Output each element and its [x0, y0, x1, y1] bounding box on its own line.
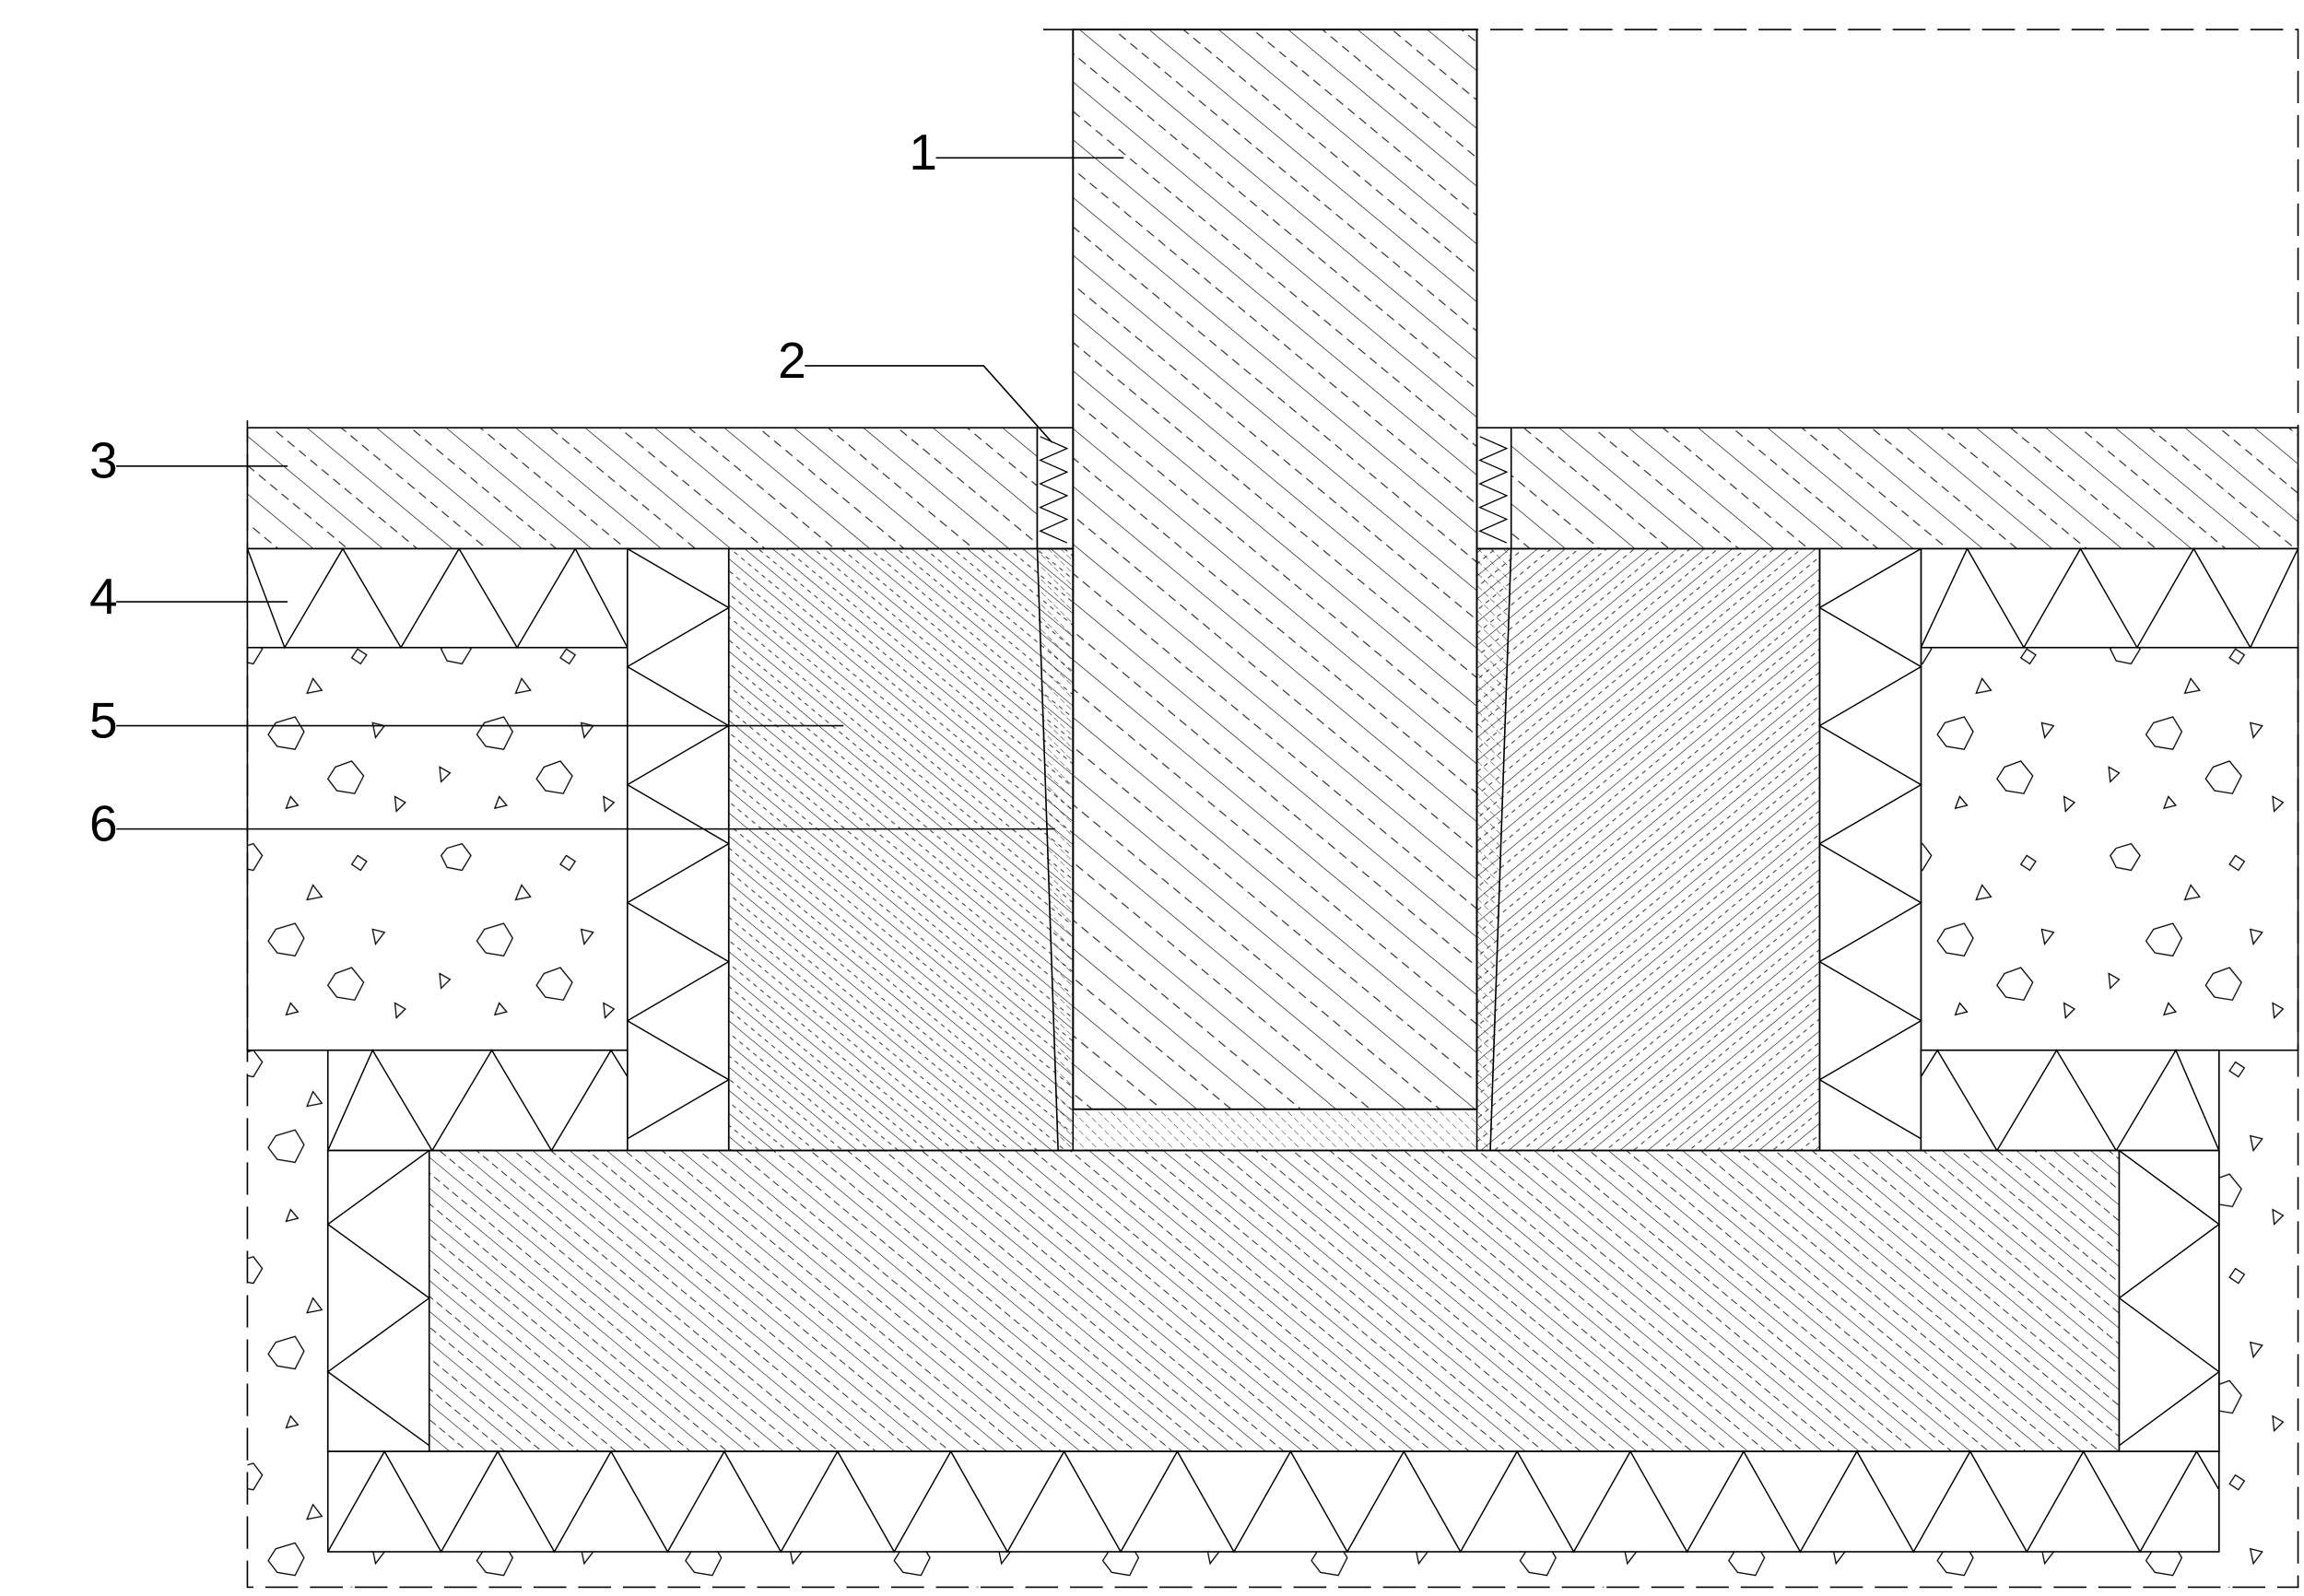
callout-label-3: 3	[89, 432, 118, 489]
callout-label-5: 5	[89, 692, 118, 749]
insulation-bottom	[326, 1449, 2220, 1554]
callout-label-1: 1	[909, 123, 937, 181]
footing	[326, 1149, 2221, 1452]
callout-label-2: 2	[778, 332, 806, 389]
top-slab	[246, 427, 2299, 550]
soil-fill	[246, 646, 2299, 1588]
column	[1072, 29, 1478, 1110]
callout-label-4: 4	[89, 568, 118, 625]
insulation-lower-sides	[326, 1049, 2220, 1152]
callout-label-6: 6	[89, 795, 118, 852]
insulation-upper	[246, 546, 2299, 650]
insulation-vertical	[626, 547, 1922, 1152]
leader-line-2	[805, 365, 1053, 443]
grout-fill	[727, 547, 1821, 1152]
callout-labels: 1 2 3 4 5 6	[89, 123, 937, 851]
leader-lines	[116, 157, 1124, 830]
